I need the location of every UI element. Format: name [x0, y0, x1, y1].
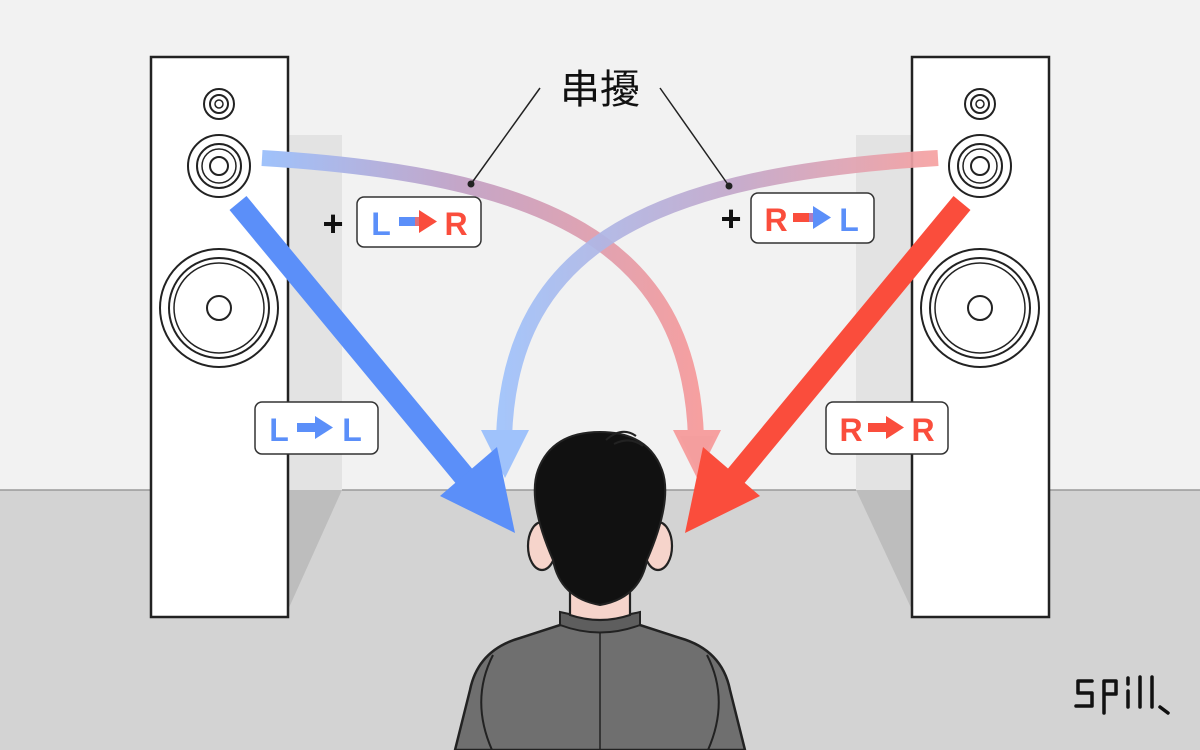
right-tweeter — [964, 88, 996, 120]
crosstalk-label: 串擾 — [560, 67, 640, 113]
right-woofer — [920, 248, 1040, 368]
label-right-to-left-crosstalk: + R L — [720, 192, 875, 244]
left-speaker-floor-shadow — [288, 490, 342, 610]
right-midrange — [948, 134, 1012, 198]
plus-sign: + — [720, 198, 741, 239]
label-left-to-right-crosstalk: + L R — [322, 196, 482, 248]
label-left-to-left: L L — [254, 401, 379, 455]
left-speaker — [149, 55, 290, 619]
label-to: R — [444, 206, 467, 242]
left-woofer — [159, 248, 279, 368]
listener-hair — [533, 430, 667, 607]
direct-left-arrow — [229, 195, 515, 533]
left-midrange — [187, 134, 251, 198]
left-tweeter — [203, 88, 235, 120]
label-from: R — [839, 412, 862, 448]
plus-sign: + — [322, 203, 343, 244]
direct-right-arrow — [685, 195, 971, 533]
label-to: R — [911, 412, 934, 448]
label-from: L — [371, 206, 391, 242]
label-to: L — [839, 202, 859, 238]
label-to: L — [342, 412, 362, 448]
arrow-icon — [868, 416, 904, 439]
arrow-icon — [399, 210, 437, 233]
arrow-icon — [793, 206, 831, 229]
label-from: R — [764, 202, 787, 238]
right-speaker-floor-shadow — [856, 490, 912, 610]
spill-logo — [1074, 675, 1170, 715]
listener — [453, 430, 747, 750]
arrow-icon — [297, 416, 333, 439]
crosstalk-leader-lines — [467, 87, 733, 190]
listener-body — [453, 623, 747, 750]
label-from: L — [269, 412, 289, 448]
crosstalk-right-to-left-arrow — [481, 150, 939, 478]
crosstalk-left-to-right-arrow — [261, 150, 721, 478]
label-right-to-right: R R — [825, 401, 949, 455]
right-speaker — [910, 55, 1051, 619]
